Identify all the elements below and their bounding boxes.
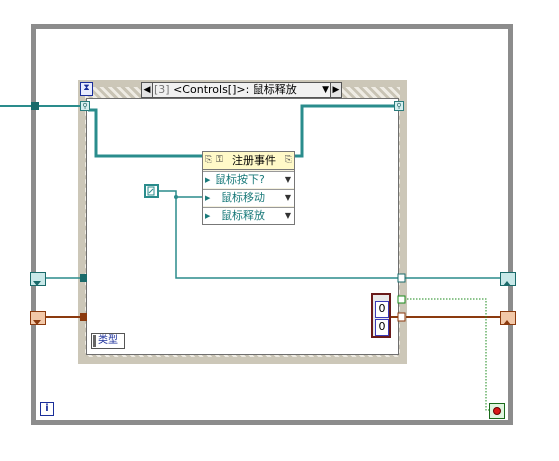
case-caption[interactable]: [3] <Controls[]>: 鼠标释放 [154, 83, 327, 97]
event-row-mouse-down[interactable]: ▶ 鼠标按下? ▼ [203, 171, 294, 188]
shift-register-right-refnum[interactable] [500, 272, 516, 286]
loop-left-tunnel-refnum [31, 102, 39, 110]
event-left-tunnel-brown [80, 313, 87, 321]
event-label: 鼠标移动 [221, 191, 265, 204]
row-dropdown-icon[interactable]: ▼ [284, 175, 291, 184]
event-structure-diagram [86, 98, 399, 355]
node-icon: ⎘ [205, 155, 213, 165]
row-arrow-icon: ▶ [205, 176, 211, 184]
event-label: 鼠标释放 [221, 209, 265, 222]
event-row-mouse-up[interactable]: ▶ 鼠标释放 ▼ [203, 207, 294, 224]
event-right-tunnel-bool [397, 295, 406, 304]
event-data-node[interactable]: 类型 [91, 333, 125, 349]
control-reference-icon[interactable] [144, 184, 159, 198]
ctrlref-branch [175, 197, 402, 279]
event-row-mouse-move[interactable]: ▶ 鼠标移动 ▼ [203, 189, 294, 206]
boolean-wire [404, 298, 489, 411]
shift-register-left-refnum[interactable] [30, 272, 46, 286]
iteration-terminal-icon[interactable]: i [40, 402, 54, 416]
event-case-selector[interactable]: ◀ [3] <Controls[]>: 鼠标释放 ▼ ▶ [141, 82, 342, 98]
up-arrow-icon [503, 320, 511, 325]
dynamic-event-terminal-right-icon[interactable]: ⚲ [394, 101, 404, 111]
stop-dot [493, 407, 501, 415]
refnum-wire-event-right [295, 104, 398, 158]
cluster-value[interactable]: 0 [375, 319, 389, 336]
event-right-tunnel-brown [397, 312, 406, 322]
wire-junction [174, 195, 178, 199]
row-arrow-icon: ▶ [205, 212, 211, 220]
dynamic-event-terminal-left-icon[interactable]: ⚲ [80, 101, 90, 111]
node-bar [93, 335, 96, 347]
timeout-hourglass-icon[interactable]: ⧗ [80, 82, 93, 96]
case-index: [3] [154, 83, 170, 96]
ctrlref-wire [159, 190, 202, 198]
up-arrow-icon [503, 281, 511, 286]
shift-register-left-cluster[interactable] [30, 311, 46, 325]
row-arrow-icon: ▶ [205, 194, 211, 202]
register-events-node[interactable]: ⎘ ⚿ 注册事件 ⎘ ▶ 鼠标按下? ▼ ▶ 鼠标移动 ▼ ▶ 鼠标释放 ▼ [202, 151, 295, 225]
reference-glyph [147, 186, 155, 196]
prev-case-button[interactable]: ◀ [142, 83, 153, 97]
event-label: 鼠标按下? [215, 173, 265, 186]
event-type-label: 类型 [98, 335, 118, 346]
row-dropdown-icon[interactable]: ▼ [284, 211, 291, 220]
cluster-constant[interactable]: 0 0 [371, 293, 391, 338]
register-events-header: ⎘ ⚿ 注册事件 ⎘ [203, 152, 294, 170]
node-icon-right: ⎘ [284, 155, 292, 165]
key-icon: ⚿ [216, 155, 223, 165]
down-arrow-icon [33, 281, 41, 286]
next-case-button[interactable]: ▶ [330, 83, 341, 97]
register-events-title: 注册事件 [232, 154, 276, 167]
row-dropdown-icon[interactable]: ▼ [284, 193, 291, 202]
event-right-tunnel-teal [397, 273, 406, 283]
while-loop-right-border [508, 24, 513, 425]
down-arrow-icon [33, 320, 41, 325]
refnum-wire-event-left [88, 108, 202, 158]
case-label: <Controls[]>: 鼠标释放 [173, 83, 297, 96]
cluster-value[interactable]: 0 [375, 301, 389, 318]
shift-register-right-cluster[interactable] [500, 311, 516, 325]
case-dropdown-icon[interactable]: ▼ [322, 85, 329, 95]
event-left-tunnel-teal [80, 274, 87, 282]
while-loop-frame[interactable] [31, 24, 513, 425]
stop-condition-icon[interactable] [489, 403, 505, 419]
